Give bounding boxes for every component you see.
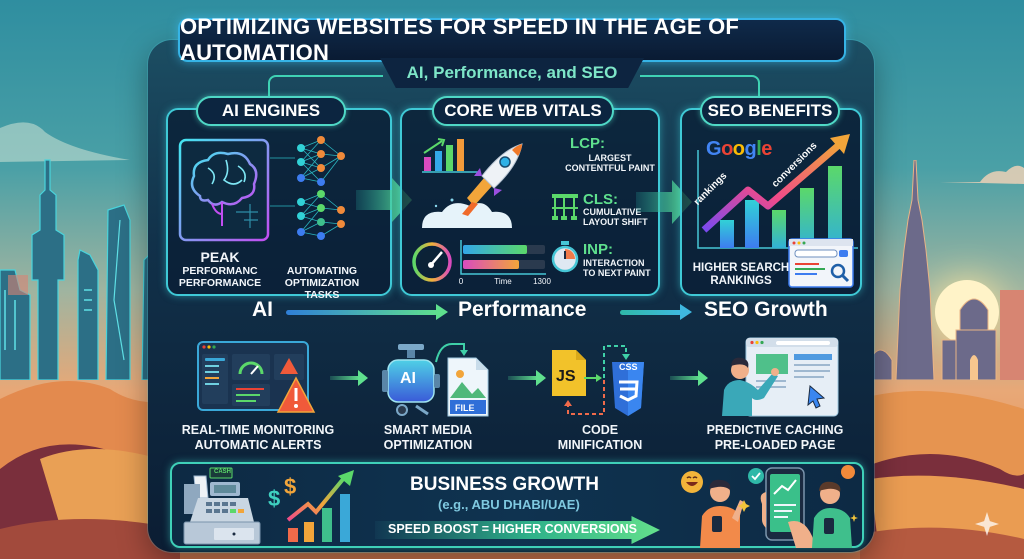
ai-badge: AI: [400, 370, 416, 387]
metric-cls-line1: CUMULATIVE: [583, 207, 642, 217]
sun-icon: [935, 280, 999, 344]
seo-label-line2: RANKINGS: [710, 275, 772, 287]
section-title-ai-engines: AI ENGINES: [196, 96, 346, 126]
step-arrow-icon: [670, 370, 708, 386]
feature-3-line2: MINIFICATION: [557, 438, 643, 452]
timeline-axis-label: Time: [494, 277, 512, 286]
revenue-growth-chart-icon: $ $: [268, 470, 354, 542]
cash-register-icon: [183, 467, 261, 545]
svg-text:$: $: [284, 474, 296, 499]
flow-step-ai: AI: [252, 298, 273, 321]
metric-inp-abbr: INP:: [583, 241, 613, 258]
growth-chart-icon: [697, 134, 858, 249]
feature-2-line1: SMART MEDIA: [383, 423, 473, 437]
cloud-icon: [940, 165, 1024, 184]
feature-4-line1: PREDICTIVE CACHING: [706, 423, 844, 437]
brain-icon: [178, 138, 270, 242]
browser-user-icon: [722, 337, 839, 417]
feature-1-line1: REAL-TIME MONITORING: [181, 423, 335, 437]
metric-cls-abbr: CLS:: [583, 191, 618, 208]
js-label: JS: [556, 368, 576, 385]
metric-lcp-line1: LARGEST: [588, 153, 632, 163]
step-arrow-icon: [508, 370, 546, 386]
flow-step-seo-growth: SEO Growth: [704, 298, 828, 321]
section-title-seo-benefits: SEO BENEFITS: [700, 96, 840, 126]
rocket-icon: [422, 143, 523, 228]
connector-line: [268, 75, 383, 97]
banner-arrow-text: SPEED BOOST = HIGHER CONVERSIONS: [388, 522, 638, 536]
happy-customers-icon: [681, 465, 858, 548]
register-label: CASH: [214, 469, 232, 475]
arrow-right-icon: [636, 180, 692, 224]
bar-chart-icon: [422, 138, 478, 173]
brain-label-line2: PERFORMANC: [182, 265, 258, 277]
svg-text:$: $: [268, 486, 280, 511]
connector-line: [640, 75, 760, 97]
speedometer-icon: [412, 242, 452, 282]
timeline-end: 1300: [533, 277, 551, 286]
ai-compressor-icon: [382, 343, 489, 417]
metric-cls-line2: LAYOUT SHIFT: [583, 217, 648, 227]
network-label-line1: AUTOMATING: [286, 265, 358, 277]
brain-label-line3: PERFORMANCE: [178, 277, 262, 289]
metric-inp-line2: TO NEXT PAINT: [583, 268, 651, 278]
js-css-icon: [552, 345, 644, 416]
metric-lcp-abbr: LCP:: [570, 135, 605, 152]
banner-title: BUSINESS GROWTH: [410, 474, 599, 495]
skyline-left-icon: [0, 159, 160, 380]
section-title-core-web-vitals: CORE WEB VITALS: [432, 96, 614, 126]
google-logo: Google: [706, 138, 772, 160]
cloud-icon: [0, 122, 130, 162]
feature-2-line2: OPTIMIZATION: [383, 438, 473, 452]
metric-inp-line1: INTERACTION: [583, 258, 645, 268]
seo-label-line1: HIGHER SEARCH: [692, 262, 790, 274]
css-label: CSS: [619, 362, 638, 372]
banner-subtitle: (e.g., ABU DHABI/UAE): [438, 497, 580, 512]
skyline-right-icon: [870, 160, 1024, 380]
flow-step-performance: Performance: [458, 298, 587, 321]
search-browser-icon: [788, 238, 854, 288]
network-label-line2: OPTIMIZATION TASKS: [284, 277, 360, 301]
layout-grid-icon: [552, 194, 578, 220]
page-title: OPTIMIZING WEBSITES FOR SPEED IN THE AGE…: [178, 14, 846, 65]
step-arrow-icon: [330, 370, 368, 386]
page-subtitle: AI, Performance, and SEO: [380, 58, 644, 88]
timeline-bars-icon: [460, 240, 546, 275]
neural-network-icon: [270, 136, 345, 240]
flow-arrow-icon: [286, 304, 448, 320]
metric-lcp-line2: CONTENTFUL PAINT: [565, 163, 655, 173]
file-label: FILE: [455, 403, 475, 413]
timeline-start: 0: [458, 277, 464, 286]
feature-4-line2: PRE-LOADED PAGE: [714, 438, 836, 452]
flow-arrow-icon: [620, 304, 692, 320]
stopwatch-icon: [551, 241, 579, 273]
arrow-right-icon: [356, 178, 412, 222]
sparkle-icon: [975, 512, 999, 536]
feature-3-line1: CODE: [581, 423, 619, 437]
dashboard-alert-icon: [197, 341, 316, 413]
brain-label-peak: PEAK: [200, 249, 240, 265]
feature-1-line2: AUTOMATIC ALERTS: [194, 438, 322, 452]
